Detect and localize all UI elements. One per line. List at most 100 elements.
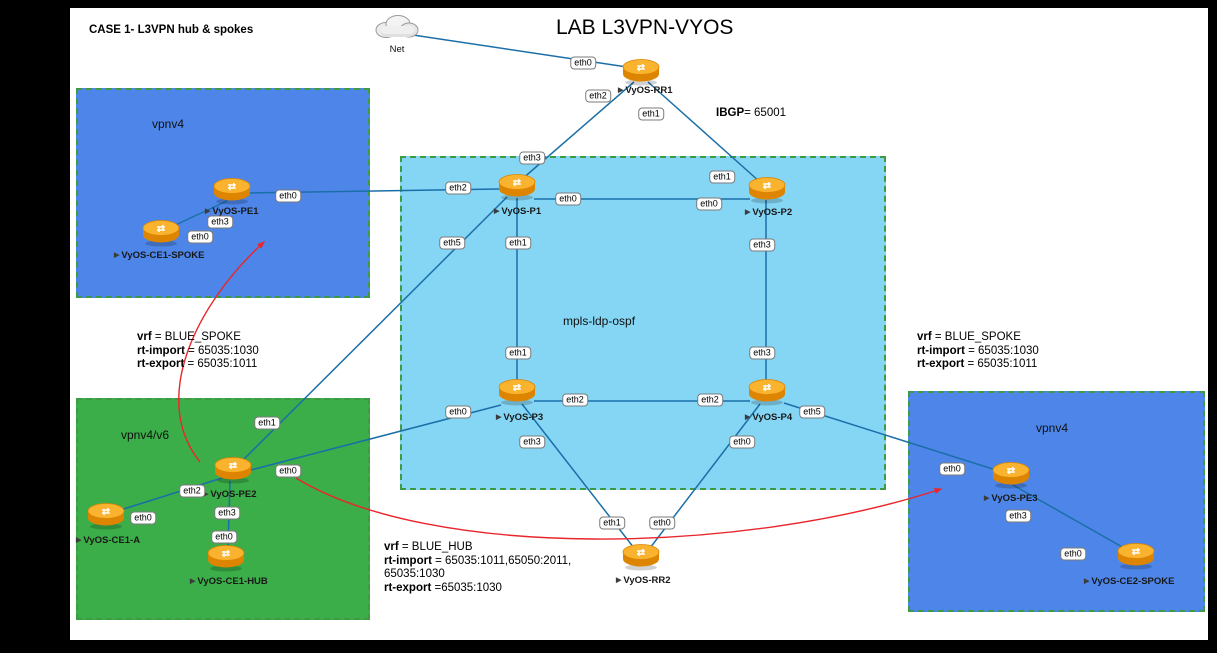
node-label-ce1-spoke: ▶VyOS-CE1-SPOKE: [114, 250, 204, 261]
router-icon-rr1[interactable]: ⇄: [619, 55, 663, 87]
node-name-text: VyOS-RR2: [623, 575, 671, 586]
port-pe2-eth2: eth2: [179, 484, 205, 498]
router-icon-p1[interactable]: ⇄: [495, 170, 539, 202]
node-marker-icon: ▶: [745, 209, 751, 216]
node-marker-icon: ▶: [984, 495, 990, 502]
port-ce1-a-eth0: eth0: [130, 511, 156, 525]
router-icon-p4[interactable]: ⇄: [745, 375, 789, 407]
router-icon-ce1-hub[interactable]: ⇄: [204, 541, 248, 573]
port-rr1-eth0: eth0: [570, 56, 596, 70]
port-pe3-eth3: eth3: [1005, 509, 1031, 523]
router-icon-ce1-a[interactable]: ⇄: [84, 499, 128, 531]
port-p4-eth5: eth5: [799, 405, 825, 419]
router-icon-rr2[interactable]: ⇄: [619, 540, 663, 572]
node-name-text: VyOS-CE1-A: [83, 535, 141, 546]
svg-text:⇄: ⇄: [637, 63, 646, 74]
node-label-pe3: ▶VyOS-PE3: [984, 493, 1038, 504]
router-icon-ce2-spoke[interactable]: ⇄: [1114, 539, 1158, 571]
port-p3-eth1: eth1: [505, 346, 531, 360]
port-pe2-eth3: eth3: [214, 506, 240, 520]
port-rr1-eth1: eth1: [638, 107, 664, 121]
internet-cloud-node[interactable]: Net: [369, 12, 425, 55]
node-label-rr2: ▶VyOS-RR2: [616, 575, 671, 586]
port-p4-eth0: eth0: [729, 435, 755, 449]
router-icon-pe3[interactable]: ⇄: [989, 458, 1033, 490]
node-label-ce2-spoke: ▶VyOS-CE2-SPOKE: [1084, 576, 1174, 587]
port-p3-eth0: eth0: [445, 405, 471, 419]
annotation-line: rt-export =65035:1030: [384, 581, 502, 594]
port-pe3-eth0: eth0: [939, 462, 965, 476]
node-label-rr1: ▶VyOS-RR1: [618, 85, 673, 96]
annotation-line: rt-import = 65035:1030: [137, 344, 259, 357]
node-marker-icon: ▶: [745, 414, 751, 421]
node-name-text: VyOS-CE1-SPOKE: [121, 250, 205, 261]
port-rr2-eth0: eth0: [649, 516, 675, 530]
annotation-line: vrf = BLUE_HUB: [384, 541, 473, 553]
port-p1-eth5: eth5: [439, 236, 465, 250]
port-pe1-eth0: eth0: [275, 189, 301, 203]
zone-label-mpls-core: mpls-ldp-ospf: [563, 314, 636, 328]
svg-text:⇄: ⇄: [513, 178, 522, 189]
svg-text:⇄: ⇄: [102, 507, 111, 518]
port-pe2-eth0: eth0: [275, 464, 301, 478]
router-icon-pe2[interactable]: ⇄: [211, 453, 255, 485]
node-name-text: VyOS-PE3: [991, 493, 1038, 504]
port-rr2-eth1: eth1: [599, 516, 625, 530]
node-name-text: VyOS-CE2-SPOKE: [1091, 576, 1175, 587]
node-name-text: VyOS-PE1: [212, 206, 259, 217]
node-label-ce1-hub: ▶VyOS-CE1-HUB: [190, 576, 268, 587]
zone-label-vpnv4v6-hub: vpnv4/v6: [121, 428, 170, 442]
node-marker-icon: ▶: [1084, 578, 1090, 585]
svg-text:⇄: ⇄: [157, 224, 166, 235]
node-label-p4: ▶VyOS-P4: [745, 412, 792, 423]
router-icon-ce1-spoke[interactable]: ⇄: [139, 216, 183, 248]
port-ce2-spoke-eth0: eth0: [1060, 547, 1086, 561]
annotation-line: rt-import = 65035:1011,65050:2011,: [384, 554, 572, 567]
node-name-text: VyOS-RR1: [625, 85, 673, 96]
svg-text:⇄: ⇄: [222, 549, 231, 560]
annotation-line: rt-export = 65035:1011: [137, 358, 258, 370]
port-p1-eth1: eth1: [505, 236, 531, 250]
node-label-p2: ▶VyOS-P2: [745, 207, 792, 218]
annotation-line: vrf = BLUE_SPOKE: [137, 331, 241, 343]
node-label-ce1-a: ▶VyOS-CE1-A: [76, 535, 140, 546]
zone-mpls-core[interactable]: [400, 156, 886, 490]
node-name-text: VyOS-P4: [752, 412, 793, 423]
cloud-icon: [375, 15, 419, 38]
port-p3-eth2: eth2: [562, 393, 588, 407]
svg-text:⇄: ⇄: [637, 548, 646, 559]
annotation-line: IBGP= 65001: [716, 107, 787, 119]
svg-text:⇄: ⇄: [513, 383, 522, 394]
case-title: CASE 1- L3VPN hub & spokes: [89, 24, 254, 36]
annotation-line: vrf = BLUE_SPOKE: [917, 331, 1021, 343]
page-title: LAB L3VPN-VYOS: [556, 16, 734, 39]
port-p2-eth3: eth3: [749, 238, 775, 252]
zone-label-vpnv4-right: vpnv4: [1036, 421, 1069, 435]
node-marker-icon: ▶: [496, 414, 502, 421]
node-name-text: VyOS-PE2: [210, 489, 257, 500]
node-name-text: VyOS-P3: [503, 412, 544, 423]
port-p3-eth3: eth3: [519, 435, 545, 449]
port-p2-eth0: eth0: [696, 197, 722, 211]
annotation-line: rt-import = 65035:1030: [917, 344, 1039, 357]
port-ce1-spoke-eth0: eth0: [187, 230, 213, 244]
cloud-label: Net: [389, 44, 405, 55]
svg-text:⇄: ⇄: [228, 182, 237, 193]
port-p1-eth0: eth0: [555, 192, 581, 206]
annotation-ibgp: IBGP= 65001: [716, 107, 786, 121]
node-name-text: VyOS-P1: [501, 206, 542, 217]
router-icon-p3[interactable]: ⇄: [495, 375, 539, 407]
svg-text:⇄: ⇄: [763, 181, 772, 192]
router-icon-pe1[interactable]: ⇄: [210, 174, 254, 206]
port-ce1-hub-eth0: eth0: [211, 530, 237, 544]
node-name-text: VyOS-P2: [752, 207, 793, 218]
annotation-line: rt-export = 65035:1011: [917, 358, 1038, 370]
port-p4-eth2: eth2: [697, 393, 723, 407]
port-p2-eth1: eth1: [709, 170, 735, 184]
router-icon-p2[interactable]: ⇄: [745, 173, 789, 205]
